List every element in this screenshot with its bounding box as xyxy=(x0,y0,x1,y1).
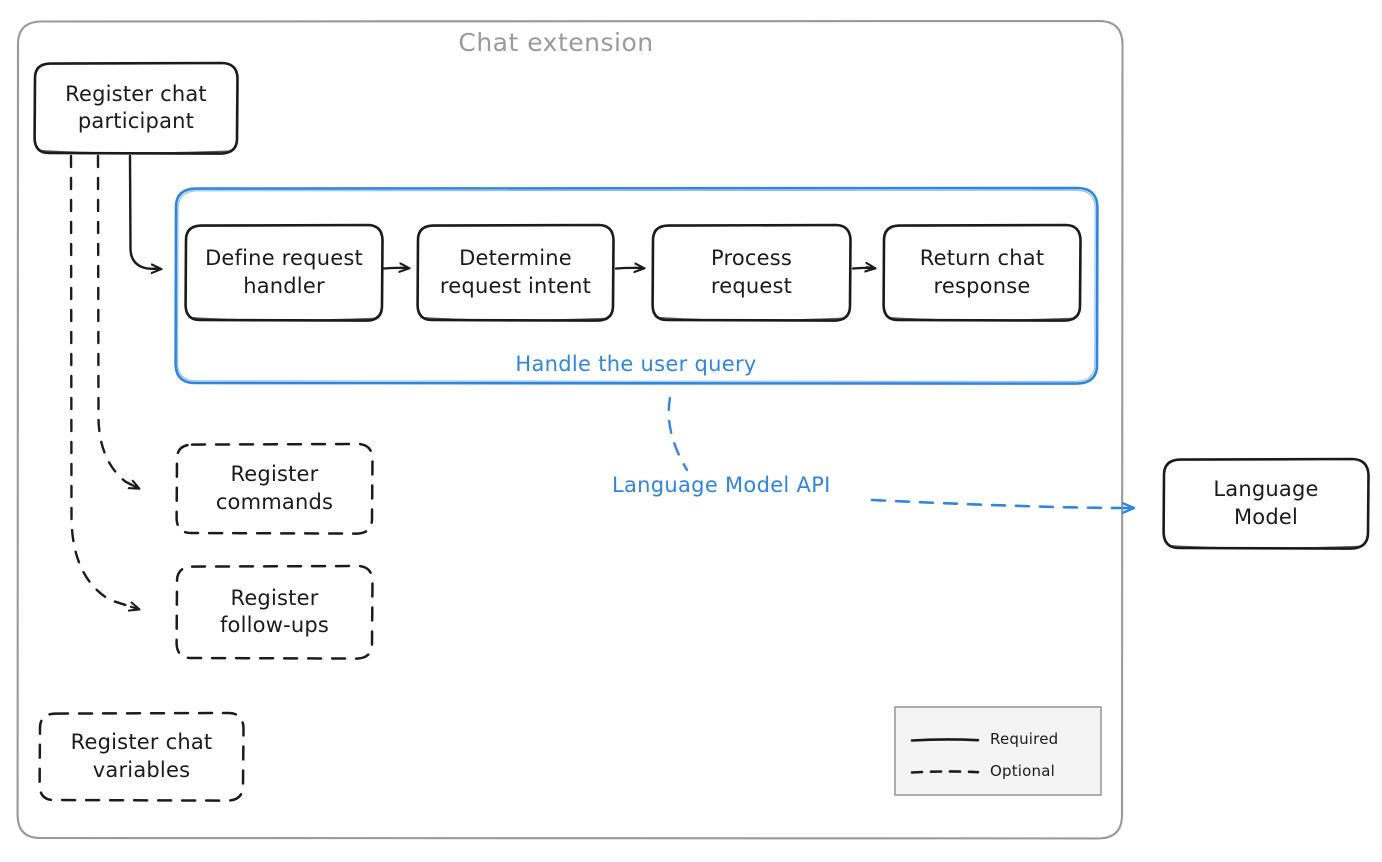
node-return-chat-response[interactable] xyxy=(882,223,1082,322)
node-register-followups[interactable] xyxy=(175,564,374,660)
connector-to-language-model xyxy=(870,498,1132,508)
node-define-request-handler[interactable] xyxy=(184,223,384,322)
chat-extension-container xyxy=(16,19,1124,840)
flow-arrows xyxy=(382,268,874,269)
node-register-commands[interactable] xyxy=(175,442,374,535)
legend-line-dashed xyxy=(910,770,980,774)
node-determine-request-intent[interactable] xyxy=(416,223,615,322)
handle-query-group xyxy=(174,186,1099,385)
connector-participant-to-handler xyxy=(128,154,160,269)
node-process-request[interactable] xyxy=(651,223,852,322)
node-language-model[interactable] xyxy=(1162,457,1370,550)
connector-participant-to-commands xyxy=(96,154,138,488)
legend-line-solid xyxy=(910,738,980,742)
connector-participant-to-followups xyxy=(69,154,138,609)
connector-lm-api-leader xyxy=(667,396,689,472)
node-register-chat-variables[interactable] xyxy=(38,711,245,802)
node-register-chat-participant[interactable] xyxy=(33,61,239,155)
legend-box xyxy=(894,706,1102,796)
